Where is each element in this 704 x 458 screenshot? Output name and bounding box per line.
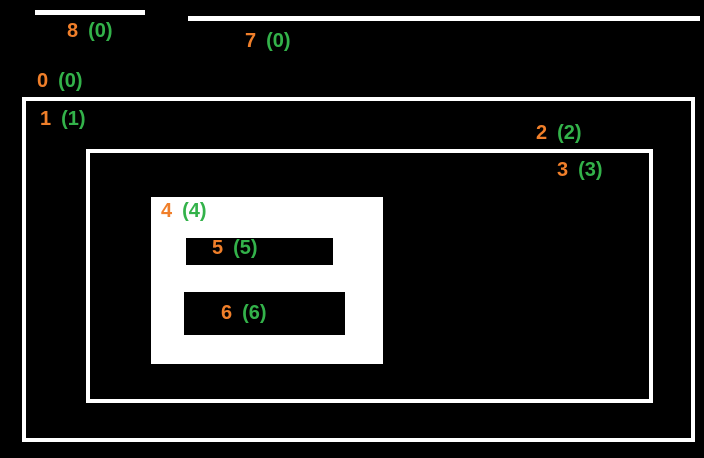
label-6-parent: (6) — [242, 302, 267, 324]
label-4-parent: (4) — [182, 200, 207, 222]
label-0: 0 (0) — [37, 71, 83, 91]
label-1-parent: (1) — [61, 108, 86, 130]
label-4: 4 (4) — [161, 201, 207, 221]
label-5-parent: (5) — [233, 237, 258, 259]
label-2: 2 (2) — [536, 123, 582, 143]
label-8: 8 (0) — [67, 21, 113, 41]
label-1: 1 (1) — [40, 109, 86, 129]
label-6-id: 6 — [221, 302, 233, 324]
label-8-parent: (0) — [88, 20, 113, 42]
label-2-parent: (2) — [557, 122, 582, 144]
long-line-7 — [188, 16, 700, 21]
label-2-id: 2 — [536, 122, 548, 144]
hole-6 — [184, 292, 345, 335]
hole-5 — [186, 238, 333, 265]
label-3: 3 (3) — [557, 160, 603, 180]
label-3-parent: (3) — [578, 159, 603, 181]
label-7: 7 (0) — [245, 31, 291, 51]
label-1-id: 1 — [40, 108, 52, 130]
label-0-parent: (0) — [58, 70, 83, 92]
label-5: 5 (5) — [212, 238, 258, 258]
short-line-8 — [35, 10, 145, 15]
label-4-id: 4 — [161, 200, 173, 222]
label-6: 6 (6) — [221, 303, 267, 323]
label-7-id: 7 — [245, 30, 257, 52]
inner-frame — [86, 149, 653, 403]
label-5-id: 5 — [212, 237, 224, 259]
outer-frame — [22, 97, 695, 442]
label-7-parent: (0) — [266, 30, 291, 52]
label-0-id: 0 — [37, 70, 49, 92]
white-block — [151, 197, 383, 364]
label-8-id: 8 — [67, 20, 79, 42]
label-3-id: 3 — [557, 159, 569, 181]
